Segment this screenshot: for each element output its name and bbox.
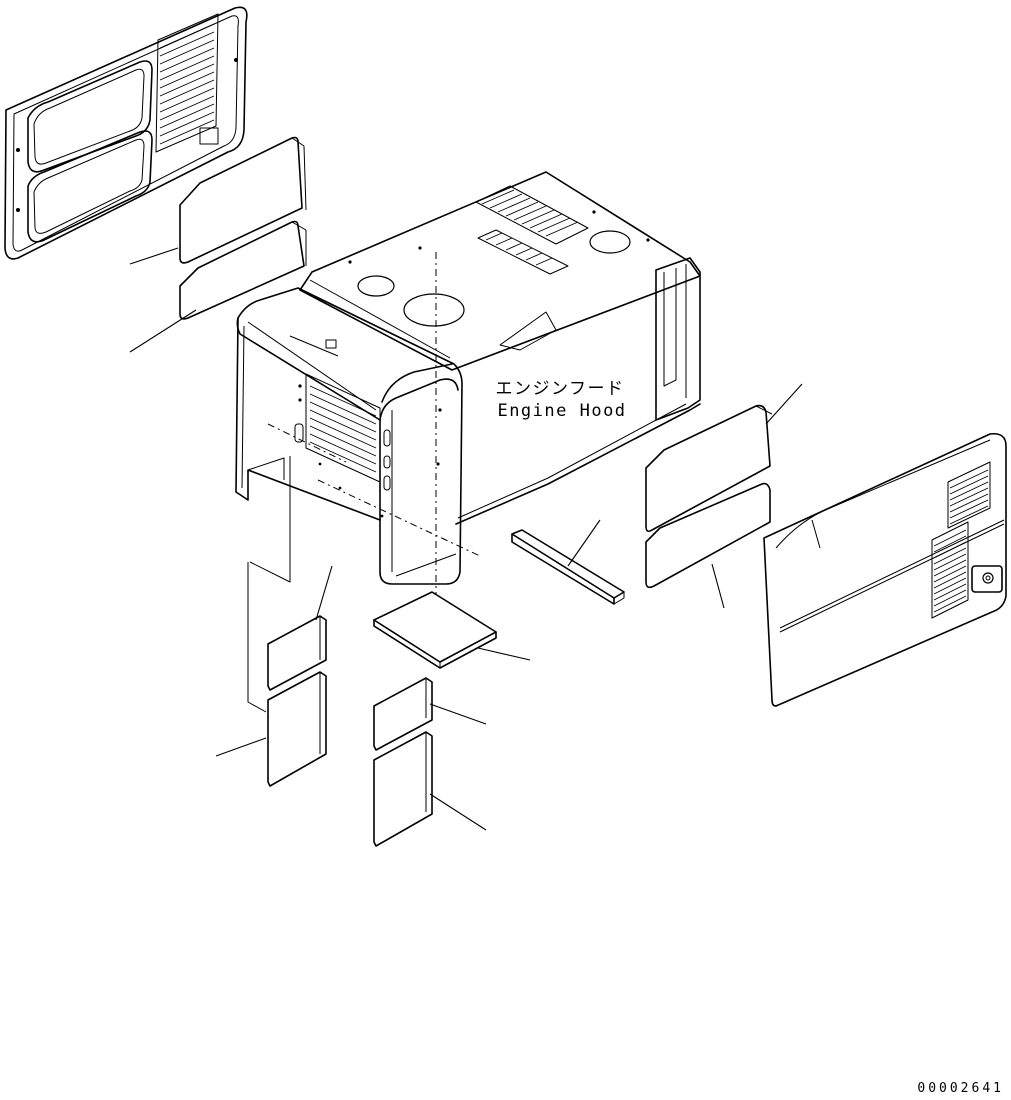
left-door-panel (4, 6, 248, 260)
bottom-plate (373, 591, 531, 669)
top-hole-small (357, 275, 395, 297)
upper-left-pads (129, 136, 307, 353)
seal-strip (511, 519, 625, 605)
lower-left-pads (215, 456, 333, 787)
door-latch (971, 565, 1003, 593)
top-hole-rear (589, 230, 631, 254)
side-vent-grille (305, 373, 381, 483)
engine-hood-label-en: Engine Hood (497, 401, 626, 421)
right-door-panel (763, 432, 1007, 707)
engine-hood-label-jp: エンジンフード (496, 379, 625, 399)
engine-hood-body (235, 171, 701, 585)
lower-centre-pads (373, 677, 487, 847)
top-vent-grille (475, 185, 589, 275)
centre-axis-lines (267, 252, 481, 626)
right-side-pads (645, 383, 803, 609)
top-hole-large (403, 293, 465, 327)
drawing-number: 00002641 (917, 1081, 1004, 1095)
